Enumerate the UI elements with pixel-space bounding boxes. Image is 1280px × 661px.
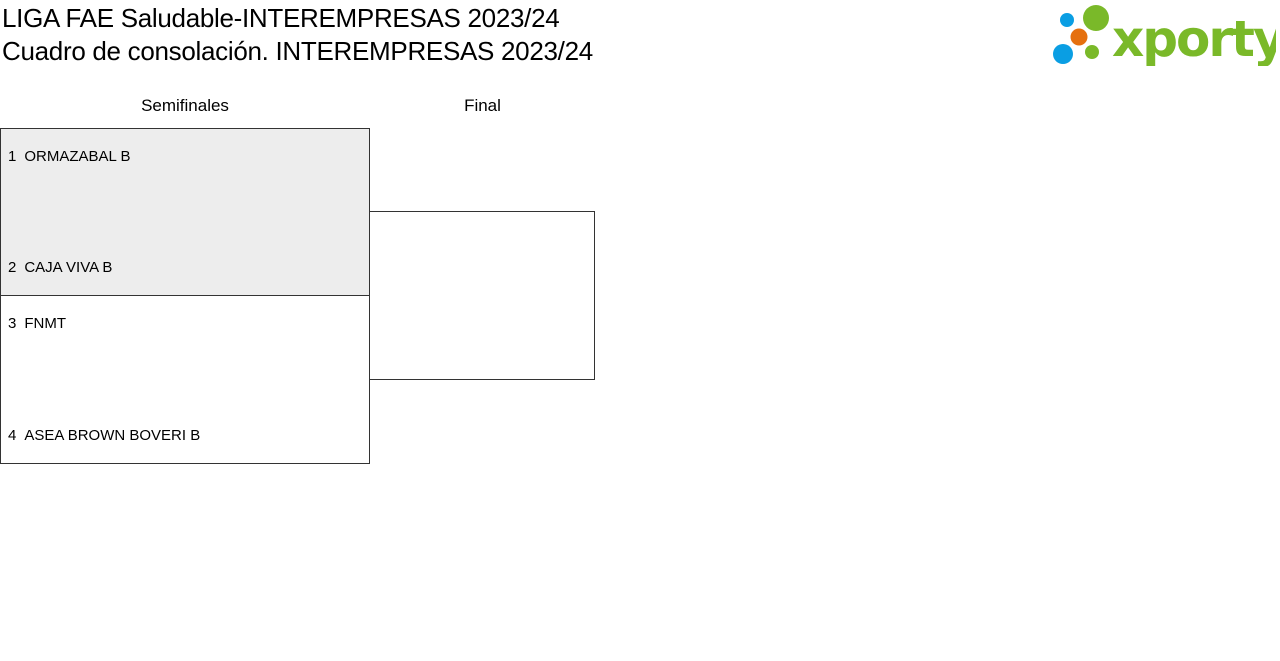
team-name: ORMAZABAL B — [24, 148, 131, 165]
final-match[interactable] — [369, 211, 595, 380]
team-entry: 4 ASEA BROWN BOVERI B — [8, 427, 200, 444]
team-name: ASEA BROWN BOVERI B — [24, 427, 201, 444]
team-entry: 3 FNMT — [8, 315, 66, 332]
page-title: LIGA FAE Saludable-INTEREMPRESAS 2023/24 — [2, 3, 560, 33]
seed: 1 — [8, 148, 17, 165]
team-name: CAJA VIVA B — [24, 259, 113, 276]
semifinal-match-1[interactable]: 1 ORMAZABAL B 2 CAJA VIVA B — [0, 128, 370, 296]
round-header-final: Final — [464, 96, 501, 115]
page-subtitle: Cuadro de consolación. INTEREMPRESAS 202… — [2, 36, 593, 66]
team-name: FNMT — [24, 315, 66, 332]
xporty-logo[interactable]: xporty — [1050, 4, 1276, 66]
team-entry: 1 ORMAZABAL B — [8, 148, 130, 165]
semifinal-match-2[interactable]: 3 FNMT 4 ASEA BROWN BOVERI B — [0, 295, 370, 464]
team-entry: 2 CAJA VIVA B — [8, 259, 112, 276]
seed: 3 — [8, 315, 17, 332]
seed: 4 — [8, 427, 17, 444]
round-header-semifinales: Semifinales — [141, 96, 229, 115]
svg-text:xporty: xporty — [1112, 10, 1276, 66]
seed: 2 — [8, 259, 17, 276]
